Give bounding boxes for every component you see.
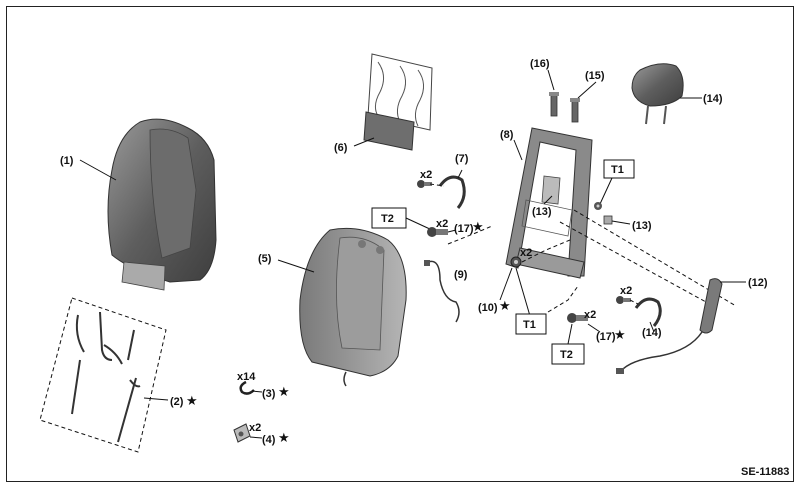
headrest-guide-16-part	[549, 92, 559, 117]
torque-box-t1-top	[603, 159, 635, 179]
part-label-17-top: (17)	[454, 223, 474, 235]
part-label-16: (16)	[530, 58, 550, 70]
part-label-6: (6)	[334, 142, 348, 154]
bracket-7-part	[438, 175, 466, 209]
star-mark-10: ★	[499, 299, 511, 314]
part-label-5: (5)	[258, 253, 272, 265]
seat-back-cover-part	[107, 118, 217, 291]
torque-tag-t2-bottom: T2	[560, 349, 573, 361]
part-label-13-frame: (13)	[532, 206, 552, 218]
nut-10-part	[510, 256, 522, 268]
star-mark-17-bottom: ★	[614, 328, 626, 343]
star-mark-4: ★	[278, 431, 290, 446]
part-label-13-right: (13)	[632, 220, 652, 232]
bracket-clip-part	[233, 423, 251, 443]
qty-10: x2	[520, 247, 532, 259]
bracket-14-part	[634, 297, 662, 327]
harness-part	[424, 260, 460, 323]
torque-box-t2-bottom	[551, 343, 585, 365]
star-mark-17-top: ★	[472, 220, 484, 235]
part-label-15: (15)	[585, 70, 605, 82]
figure-code: SE-11883	[741, 466, 789, 478]
qty-4: x2	[249, 422, 261, 434]
part-label-14-bottom: (14)	[642, 327, 662, 339]
qty-14-bottom: x2	[620, 285, 632, 297]
wire-set-part	[39, 297, 167, 453]
torque-tag-t1-top: T1	[611, 164, 624, 176]
part-label-9: (9)	[454, 269, 468, 281]
trim-clip-13-part	[603, 215, 613, 225]
star-mark-2: ★	[186, 394, 198, 409]
headrest-guide-15-part	[570, 98, 580, 123]
qty-17-top: x2	[436, 218, 448, 230]
qty-3: x14	[237, 371, 256, 383]
headrest-part	[631, 63, 684, 125]
torque-tag-t1-bottom: T1	[523, 319, 536, 331]
part-label-12: (12)	[748, 277, 768, 289]
part-label-17-bottom: (17)	[596, 331, 616, 343]
part-label-14-top: (14)	[703, 93, 723, 105]
spring-assembly-part	[363, 53, 433, 151]
part-label-2: (2)	[170, 396, 184, 408]
qty-17-bottom: x2	[584, 309, 596, 321]
bolt-17-top-part	[427, 227, 448, 237]
star-mark-3: ★	[278, 385, 290, 400]
part-label-10: (10)	[478, 302, 498, 314]
seat-back-pad-part	[299, 227, 407, 387]
bolt-7-part	[417, 180, 432, 188]
torque-box-t1-bottom	[515, 313, 547, 335]
part-label-1: (1)	[60, 155, 74, 167]
bolt-14-part	[616, 296, 631, 304]
part-label-8: (8)	[500, 129, 514, 141]
side-airbag-part	[616, 278, 723, 374]
part-label-7: (7)	[455, 153, 469, 165]
clip-part	[239, 380, 255, 395]
part-label-4: (4)	[262, 434, 276, 446]
part-label-3: (3)	[262, 388, 276, 400]
qty-7: x2	[420, 169, 432, 181]
torque-tag-t2-top: T2	[381, 213, 394, 225]
bolt-17-bottom-part	[567, 313, 588, 323]
nut-t1-top-part	[594, 202, 602, 210]
seat-back-frame-part	[505, 127, 593, 279]
